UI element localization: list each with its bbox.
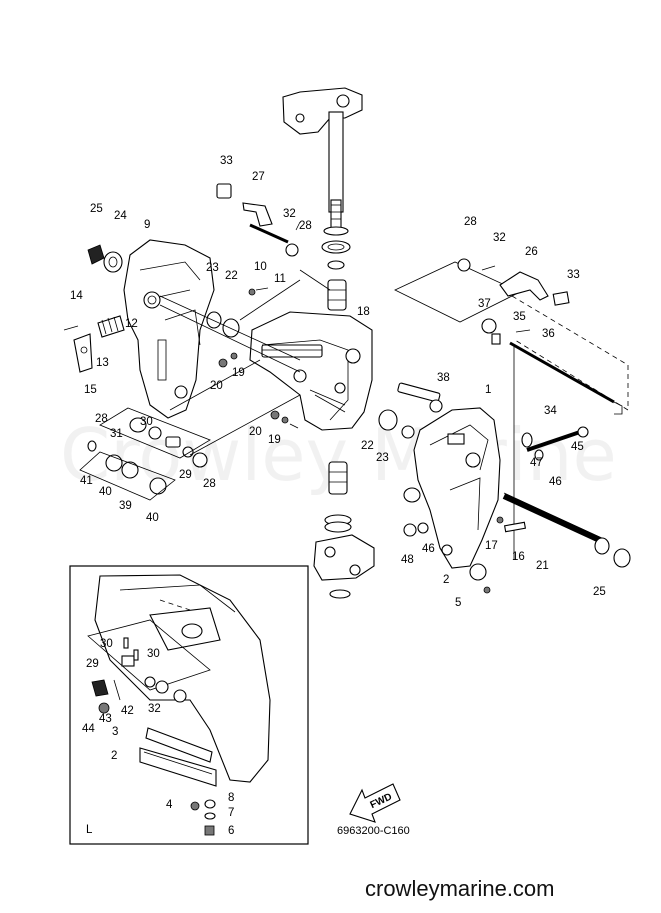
callout-21: 21 [536, 560, 549, 572]
callout-40: 40 [99, 486, 112, 498]
callout-22: 22 [361, 440, 374, 452]
callout-34: 34 [544, 405, 557, 417]
callout-24: 24 [114, 210, 127, 222]
inset-label: L [86, 824, 93, 836]
callout-23: 23 [206, 262, 219, 274]
callout-30: 30 [140, 416, 153, 428]
callout-41: 41 [80, 475, 93, 487]
callout-28: 28 [95, 413, 108, 425]
callout-7: 7 [228, 807, 234, 819]
callout-12: 12 [125, 318, 138, 330]
callout-3: 3 [112, 726, 118, 738]
callout-5: 5 [455, 597, 461, 609]
callout-48: 48 [401, 554, 414, 566]
callout-4: 4 [166, 799, 173, 811]
left-clamp-hardware [63, 244, 269, 373]
callout-29: 29 [86, 658, 99, 670]
callout-19: 19 [268, 434, 281, 446]
callout-32: 32 [283, 208, 296, 220]
callout-2: 2 [111, 750, 117, 762]
callout-42: 42 [121, 705, 134, 717]
callout-45: 45 [571, 441, 584, 453]
choke-lever-assembly [216, 183, 301, 257]
callout-2: 2 [443, 574, 449, 586]
callout-22: 22 [225, 270, 238, 282]
leader-lines [159, 261, 629, 560]
callout-20: 20 [249, 426, 262, 438]
steering-arm-assembly [282, 87, 363, 340]
right-top-hardware [457, 258, 623, 415]
callout-32: 32 [493, 232, 506, 244]
callout-17: 17 [485, 540, 498, 552]
callout-18: 18 [357, 306, 370, 318]
callout-20: 20 [210, 380, 223, 392]
callout-11: 11 [274, 273, 286, 285]
callout-44: 44 [82, 723, 95, 735]
callout-1: 1 [485, 384, 491, 396]
callout-30: 30 [100, 638, 113, 650]
callout-25: 25 [593, 586, 606, 598]
callout-33: 33 [220, 155, 233, 167]
footer-url: crowleymarine.com [365, 876, 555, 901]
tilt-tube-and-bolts [502, 426, 631, 568]
callout-29: 29 [179, 469, 192, 481]
callout-40: 40 [146, 512, 159, 524]
callout-15: 15 [84, 384, 97, 396]
callout-28: 28 [203, 478, 216, 490]
callout-6: 6 [228, 825, 234, 837]
forward-arrow: FWD [349, 783, 401, 823]
callout-39: 39 [119, 500, 132, 512]
callout-8: 8 [228, 792, 234, 804]
callout-33: 33 [567, 269, 580, 281]
callout-36: 36 [542, 328, 555, 340]
callout-46: 46 [549, 476, 562, 488]
callout-25: 25 [90, 203, 103, 215]
left-clamp-bracket [123, 239, 215, 419]
lower-bushing-group [313, 461, 375, 599]
callout-46: 46 [422, 543, 435, 555]
callout-28: 28 [299, 220, 312, 232]
center-hardware [270, 382, 443, 439]
figure-code: 6963200-C160 [337, 825, 410, 837]
right-clamp-bracket [403, 407, 527, 594]
callout-30: 30 [147, 648, 160, 660]
callout-43: 43 [99, 713, 112, 725]
callout-9: 9 [144, 219, 150, 231]
callout-31: 31 [110, 428, 123, 440]
callout-19: 19 [232, 367, 245, 379]
callout-38: 38 [437, 372, 450, 384]
callout-26: 26 [525, 246, 538, 258]
callout-27: 27 [252, 171, 265, 183]
callout-37: 37 [478, 298, 491, 310]
callout-32: 32 [148, 703, 161, 715]
callout-47: 47 [530, 457, 543, 469]
callout-23: 23 [376, 452, 389, 464]
inset-detail: L [69, 565, 309, 845]
callout-10: 10 [254, 261, 267, 273]
callout-28: 28 [464, 216, 477, 228]
callout-35: 35 [513, 311, 526, 323]
callout-13: 13 [96, 357, 109, 369]
swivel-bracket [249, 311, 373, 431]
callout-14: 14 [70, 290, 83, 302]
left-bushings [79, 407, 211, 501]
callout-16: 16 [512, 551, 525, 563]
